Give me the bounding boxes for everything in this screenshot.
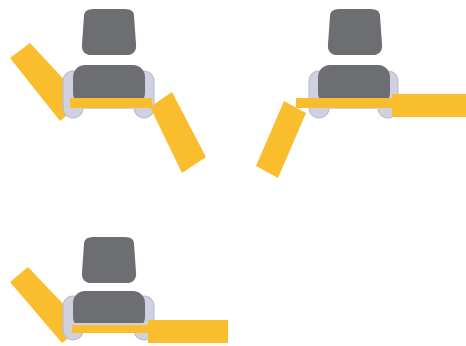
crossbar (72, 325, 152, 333)
seat-headrest (328, 9, 382, 55)
seat-headrest (82, 9, 136, 55)
seat-headrest (82, 237, 136, 283)
crossbar (70, 98, 152, 108)
right-arm-extended-horizontal (392, 94, 466, 117)
crossbar (296, 98, 396, 108)
right-arm-extended-horizontal (148, 320, 228, 343)
